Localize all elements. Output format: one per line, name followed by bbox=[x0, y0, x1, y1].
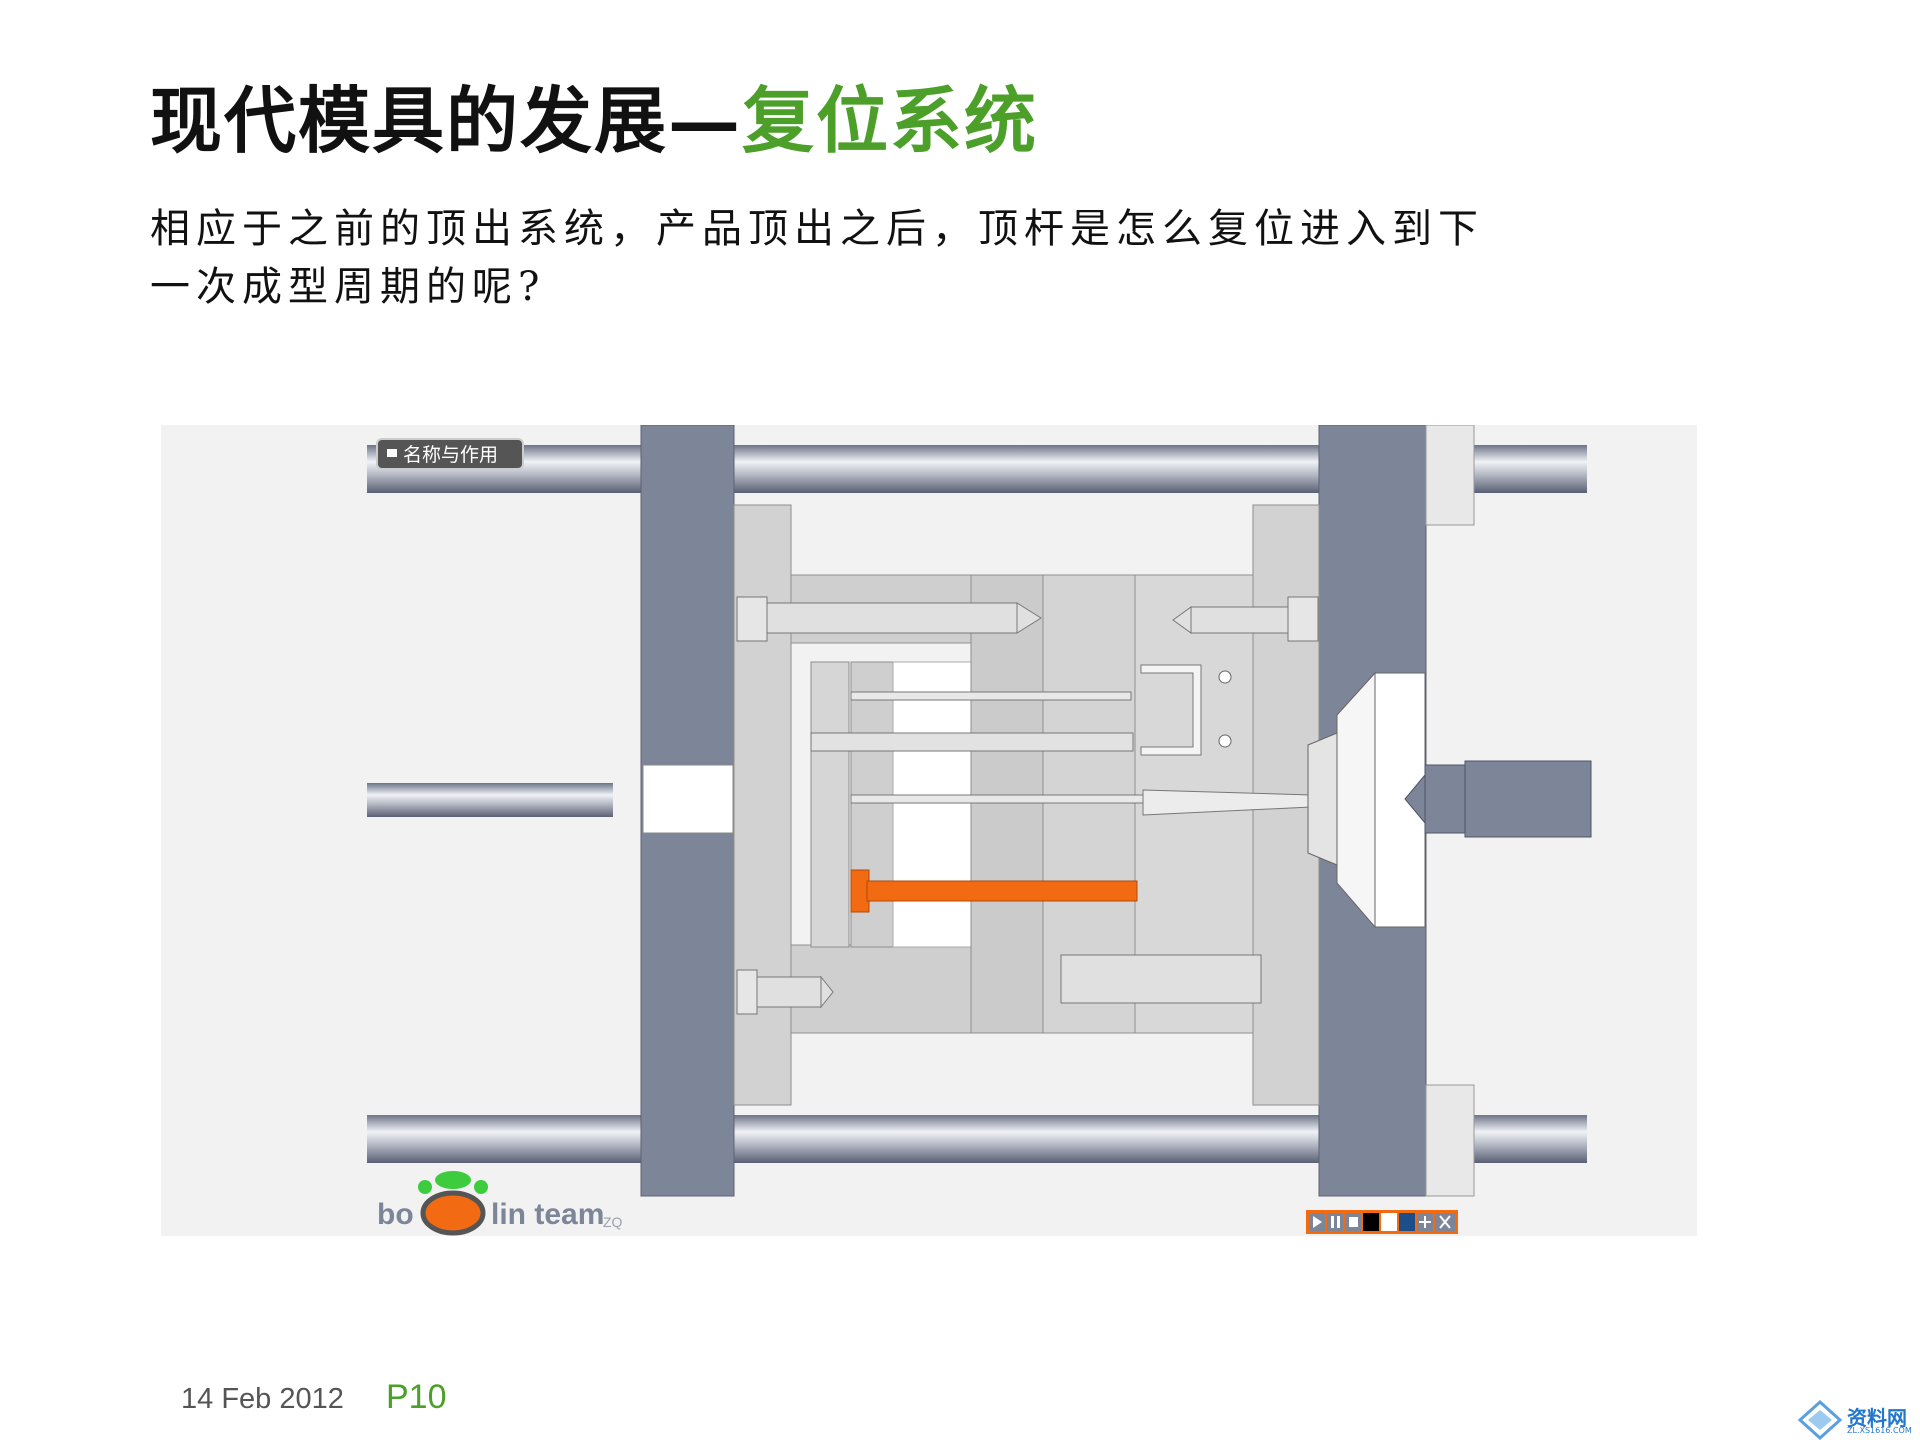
logo-text-right: lin team bbox=[491, 1198, 604, 1231]
name-function-button[interactable] bbox=[376, 438, 524, 470]
ejector-pin-1 bbox=[850, 691, 1132, 701]
ejector-pin-2 bbox=[810, 732, 1134, 752]
footer-date: 14 Feb 2012 bbox=[181, 1383, 344, 1415]
ejector-space bbox=[892, 661, 972, 948]
slide-title: 现代模具的发展—复位系统 bbox=[150, 62, 1038, 167]
white-swatch[interactable] bbox=[1381, 1213, 1397, 1231]
question-text: 相应于之前的顶出系统，产品顶出之后，顶杆是怎么复位进入到下 一次成型周期的呢? bbox=[150, 200, 1580, 316]
watermark-subtext: ZL.XS1616.COM bbox=[1847, 1426, 1912, 1435]
logo-text-left: bo bbox=[377, 1198, 414, 1231]
sprue-bushing-head bbox=[1307, 732, 1338, 866]
cooling-hole-2 bbox=[1218, 734, 1232, 748]
playback-controls bbox=[1306, 1210, 1458, 1234]
question-line-2: 一次成型周期的呢? bbox=[150, 264, 546, 310]
mold-animation: 名称与作用 bo lin team ZQ bbox=[161, 425, 1697, 1236]
return-pin-guide bbox=[1060, 954, 1262, 1004]
return-pin-head bbox=[850, 869, 870, 913]
guide-bushing-screw bbox=[1190, 606, 1289, 634]
cooling-hole-1 bbox=[1218, 670, 1232, 684]
clamp-plate bbox=[733, 504, 792, 1106]
title-accent: 复位系统 bbox=[742, 78, 1039, 163]
tie-bar-nut-bottom bbox=[1425, 1084, 1475, 1197]
guide-pin-top bbox=[766, 602, 1018, 634]
menu-icon bbox=[387, 449, 397, 457]
ejector-rod bbox=[367, 783, 613, 817]
socket-screw-top-left bbox=[736, 596, 768, 642]
bolin-team-logo: bo lin team ZQ bbox=[377, 1171, 623, 1236]
socket-screw-bottom-left bbox=[736, 969, 758, 1015]
black-swatch[interactable] bbox=[1363, 1213, 1379, 1231]
pause-icon[interactable] bbox=[1327, 1213, 1343, 1231]
guide-pin-tip bbox=[1016, 602, 1042, 634]
support-plate bbox=[970, 574, 1044, 1034]
tie-bar-nut-top bbox=[1425, 425, 1475, 526]
platen-opening bbox=[642, 764, 734, 834]
return-pin bbox=[866, 880, 1138, 902]
name-function-label: 名称与作用 bbox=[403, 444, 498, 466]
title-main: 现代模具的发展— bbox=[150, 78, 743, 163]
watermark-logo-icon bbox=[1797, 1400, 1843, 1440]
logo-suffix: ZQ bbox=[603, 1214, 623, 1230]
injection-nozzle bbox=[1464, 760, 1592, 838]
nozzle-tip bbox=[1424, 764, 1466, 834]
logo-mark bbox=[420, 1190, 486, 1236]
product-cavity bbox=[1140, 664, 1202, 756]
socket-screw-top-right bbox=[1287, 596, 1319, 642]
ejector-retainer-plate bbox=[810, 661, 850, 948]
watermark-text: 资料网 bbox=[1847, 1406, 1907, 1430]
question-line-1: 相应于之前的顶出系统，产品顶出之后，顶杆是怎么复位进入到下 bbox=[150, 206, 1484, 252]
page-number: P10 bbox=[386, 1378, 447, 1416]
blue-swatch[interactable] bbox=[1399, 1213, 1415, 1231]
